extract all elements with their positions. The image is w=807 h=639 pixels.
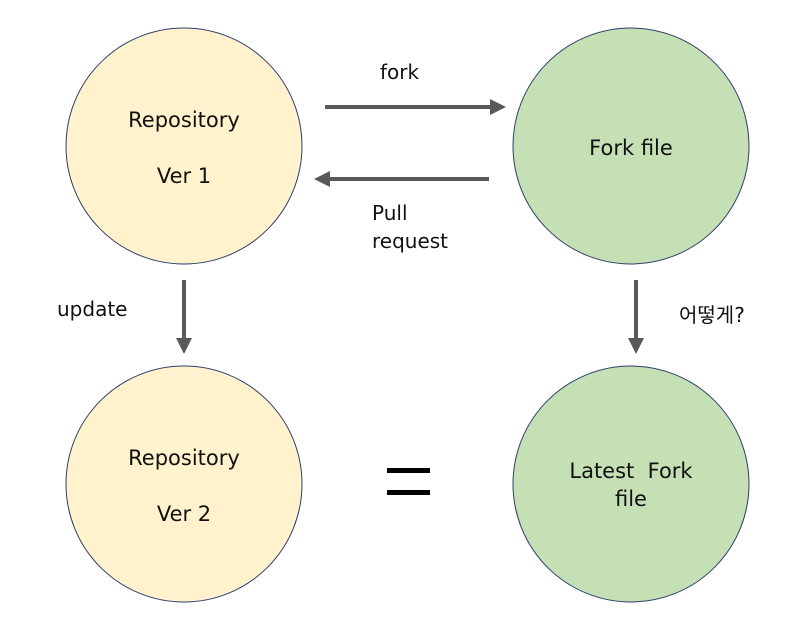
- edge-pull-request-arrowhead: [314, 171, 330, 187]
- node-latest-fork-file-title: Latest Fork: [569, 459, 693, 483]
- edge-update-arrowhead: [176, 338, 192, 354]
- node-repository-ver1: Repository Ver 1: [65, 27, 303, 265]
- edge-update-label: update: [57, 297, 127, 321]
- node-repository-ver2: Repository Ver 2: [65, 365, 303, 603]
- equals-sign: [387, 468, 430, 495]
- node-repository-ver1-circle: [65, 27, 303, 265]
- node-fork-file-circle: [512, 27, 750, 265]
- node-fork-file-label: Fork file: [589, 136, 673, 160]
- equals-sign-bottom-bar: [387, 490, 430, 495]
- edge-how-arrowhead: [628, 338, 644, 354]
- node-latest-fork-file-circle: [512, 365, 750, 603]
- node-latest-fork-file: Latest Fork file: [512, 365, 750, 603]
- edge-how-label: 어떻게?: [679, 303, 745, 327]
- node-fork-file: Fork file: [512, 27, 750, 265]
- edge-pull-request-label-line2: request: [372, 229, 448, 253]
- equals-sign-top-bar: [387, 468, 430, 473]
- edge-how: 어떻게?: [628, 280, 745, 354]
- edge-fork-label: fork: [380, 60, 420, 84]
- node-repository-ver1-version: Ver 1: [157, 164, 211, 188]
- edge-pull-request-label-line1: Pull: [372, 201, 408, 225]
- node-repository-ver2-circle: [65, 365, 303, 603]
- edge-pull-request: Pull request: [314, 171, 489, 253]
- node-repository-ver2-title: Repository: [128, 446, 240, 470]
- edge-update: update: [57, 280, 192, 354]
- edge-fork: fork: [325, 60, 506, 115]
- node-repository-ver2-version: Ver 2: [157, 502, 211, 526]
- node-latest-fork-file-subtitle: file: [615, 487, 647, 511]
- node-repository-ver1-title: Repository: [128, 108, 240, 132]
- edge-fork-arrowhead: [490, 99, 506, 115]
